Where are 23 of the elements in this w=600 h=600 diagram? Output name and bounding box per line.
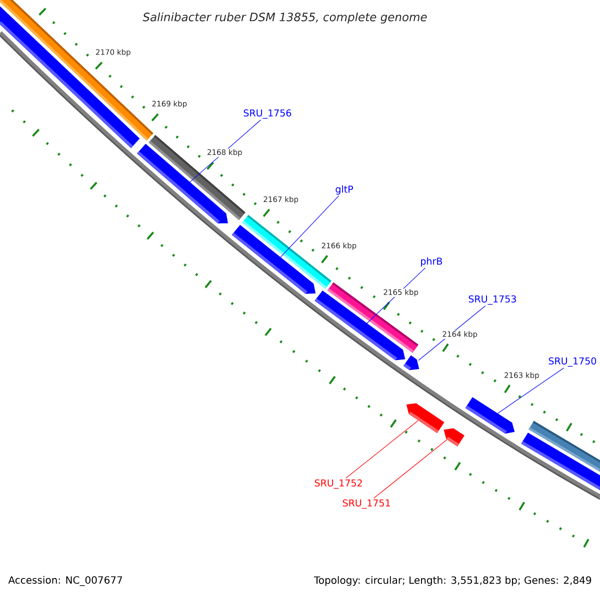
leader-line [497, 368, 564, 414]
gene-block [444, 428, 464, 446]
gene-label: SRU_1752 [314, 479, 362, 489]
gene-block [137, 144, 228, 224]
gene-label: gltP [336, 185, 353, 195]
gene-label: SRU_1756 [244, 109, 292, 119]
leader-line [374, 440, 448, 498]
gene-block [232, 224, 316, 294]
footer-text: Topology: circular; Length: 3,551,823 bp; Genes: 2,849 [314, 576, 592, 586]
gene-block [314, 290, 406, 360]
gene-block [521, 432, 600, 490]
gene-block [0, 6, 140, 148]
gene-block [406, 403, 444, 434]
gene-label: phrB [421, 257, 442, 267]
title: Salinibacter ruber DSM 13855, complete genome [142, 12, 427, 24]
gene-label: SRU_1751 [342, 499, 390, 509]
gene-label: SRU_1750 [548, 357, 596, 367]
leader-line [346, 420, 418, 478]
leader-line [280, 196, 340, 258]
gene-block [403, 355, 420, 370]
gene-label: SRU_1753 [468, 295, 516, 305]
footer-text: Accession: NC_007677 [8, 576, 122, 586]
gene-block [465, 397, 515, 434]
